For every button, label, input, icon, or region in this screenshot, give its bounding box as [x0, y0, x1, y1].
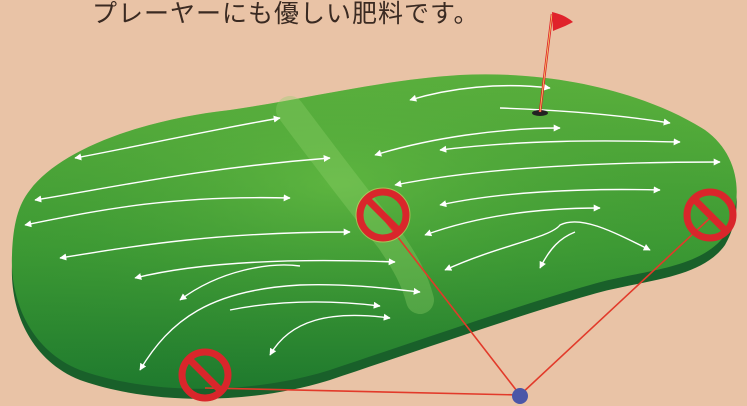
flow-arrow [409, 83, 551, 102]
cup-icon [532, 110, 548, 116]
flow-arrow [539, 231, 576, 269]
dot-icon [512, 388, 528, 404]
flow-arrow [59, 228, 351, 261]
prohibited-icon [178, 348, 232, 402]
connector-line [519, 217, 711, 396]
prohibited-icon [683, 188, 737, 242]
flow-arrow [439, 186, 661, 208]
flow-arrows [24, 83, 721, 371]
flow-arrow [179, 264, 301, 301]
flow-arrow [374, 124, 561, 157]
flow-arrow [444, 221, 651, 271]
flow-arrow [424, 204, 601, 237]
flow-arrow [499, 107, 671, 126]
flow-arrow [229, 301, 381, 311]
golf-flag-icon [532, 12, 573, 116]
connector-line [204, 387, 521, 396]
flow-arrow [134, 258, 396, 280]
flow-arrow [439, 138, 681, 153]
flow-arrow [74, 115, 281, 161]
prohibited-icon [355, 187, 411, 243]
flow-arrow [394, 158, 721, 188]
flow-arrow [269, 313, 391, 356]
connector-lines [204, 217, 711, 396]
flow-arrow [24, 194, 291, 228]
green-ridge [276, 96, 434, 314]
caption: プレーヤーにも優しい肥料です。 [92, 0, 480, 28]
flow-arrow [139, 283, 421, 371]
connector-line [382, 217, 521, 396]
